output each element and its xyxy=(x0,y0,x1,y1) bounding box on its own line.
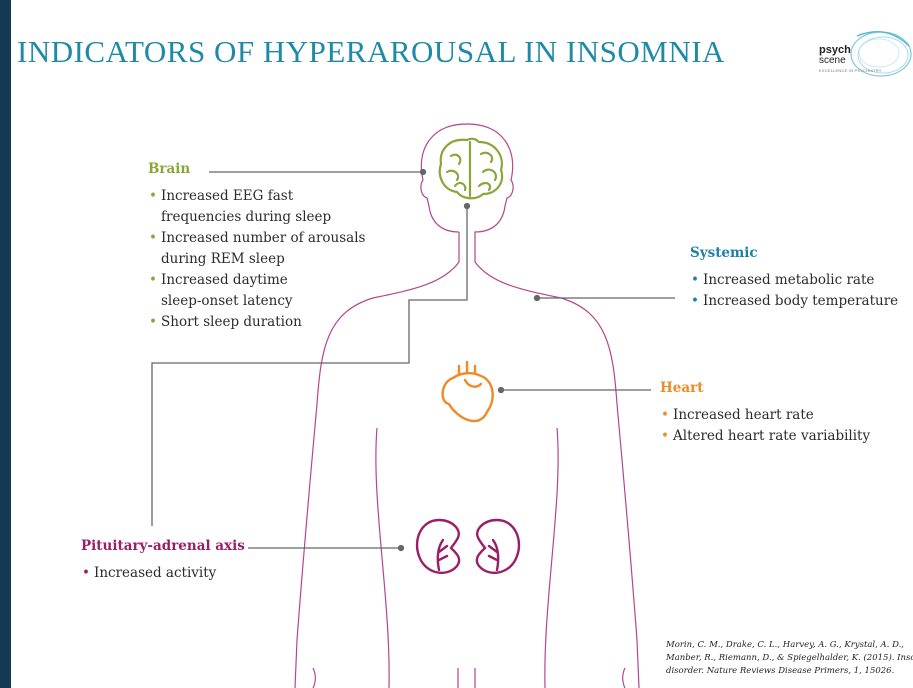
pituitary-heading: Pituitary-adrenal axis xyxy=(81,536,245,557)
slide: INDICATORS OF HYPERAROUSAL IN INSOMNIA p… xyxy=(11,0,913,688)
list-item: Increased number of arousals during REM … xyxy=(148,228,365,270)
brain-group: Brain Increased EEG fast frequencies dur… xyxy=(148,159,365,333)
citation-line: disorder. Nature Reviews Disease Primers… xyxy=(666,665,913,678)
left-arm-line xyxy=(376,428,389,688)
list-item-text: during REM sleep xyxy=(161,251,285,267)
list-item: Increased body temperature xyxy=(690,291,898,312)
right-hand-line xyxy=(623,668,625,688)
list-item: Increased activity xyxy=(81,563,245,584)
heart-icon xyxy=(443,362,493,421)
systemic-heading: Systemic xyxy=(690,243,898,264)
list-item-text: frequencies during sleep xyxy=(161,209,331,225)
list-item: Short sleep duration xyxy=(148,312,365,333)
pituitary-group: Pituitary-adrenal axis Increased activit… xyxy=(81,536,245,584)
legs-line xyxy=(458,668,475,688)
list-item-text: Short sleep duration xyxy=(161,314,302,330)
systemic-list: Increased metabolic rate Increased body … xyxy=(690,270,898,312)
list-item: Altered heart rate variability xyxy=(660,426,870,447)
kidneys-icon xyxy=(417,520,519,573)
left-hand-line xyxy=(313,668,315,688)
systemic-group: Systemic Increased metabolic rate Increa… xyxy=(690,243,898,312)
brain-heading: Brain xyxy=(148,159,365,180)
list-item-text: Increased number of arousals xyxy=(161,230,365,246)
list-item-text: Increased daytime xyxy=(161,272,288,288)
citation-line: Manber, R., Riemann, D., & Spiegelhalder… xyxy=(666,652,913,665)
heart-heading: Heart xyxy=(660,378,870,399)
list-item-text: sleep-onset latency xyxy=(161,293,293,309)
heart-group: Heart Increased heart rate Altered heart… xyxy=(660,378,870,447)
body-diagram xyxy=(11,0,913,688)
list-item: Increased daytime sleep-onset latency xyxy=(148,270,365,312)
citation-line: Morin, C. M., Drake, C. L., Harvey, A. G… xyxy=(666,639,913,652)
brain-icon xyxy=(440,139,502,199)
heart-list: Increased heart rate Altered heart rate … xyxy=(660,405,870,447)
list-item: Increased heart rate xyxy=(660,405,870,426)
citation: Morin, C. M., Drake, C. L., Harvey, A. G… xyxy=(666,639,913,678)
brain-list: Increased EEG fast frequencies during sl… xyxy=(148,186,365,333)
right-arm-line xyxy=(545,428,558,688)
list-item: Increased metabolic rate xyxy=(690,270,898,291)
list-item-text: Increased EEG fast xyxy=(161,188,293,204)
pituitary-list: Increased activity xyxy=(81,563,245,584)
list-item: Increased EEG fast frequencies during sl… xyxy=(148,186,365,228)
